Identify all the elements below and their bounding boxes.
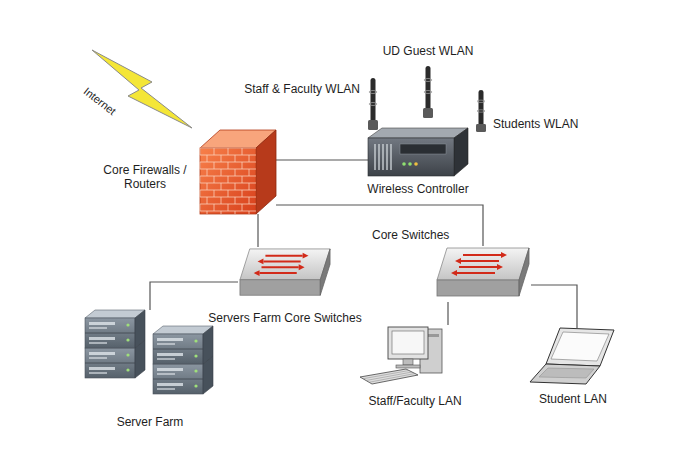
network-node: Students WLAN: [474, 90, 488, 132]
antenna-icon: [366, 78, 380, 130]
firewall-icon: [200, 130, 276, 214]
node-label: Servers Farm Core Switches: [188, 311, 382, 325]
network-link: [447, 302, 448, 325]
node-label: Core Switches: [372, 228, 482, 242]
node-label: Staff/Faculty LAN: [345, 394, 485, 408]
network-link: [257, 214, 258, 247]
network-node: Staff/Faculty LAN: [358, 325, 450, 387]
network-node: Core Firewalls / Routers: [200, 130, 276, 214]
antenna-icon: [421, 66, 435, 118]
node-label: Core Firewalls / Routers: [95, 163, 195, 191]
desktop-pc-icon: [358, 325, 450, 387]
internet-label: Internet: [80, 83, 121, 119]
network-node: Server Farm: [85, 310, 215, 402]
network-node: Servers Farm Core Switches: [238, 247, 332, 301]
laptop-icon: [530, 328, 616, 386]
node-label: Students WLAN: [493, 117, 613, 131]
network-node: UD Guest WLAN: [421, 66, 435, 118]
node-label: Student LAN: [518, 392, 628, 406]
switch-icon: [238, 247, 332, 301]
network-link: [276, 205, 483, 246]
node-label: Server Farm: [85, 415, 215, 429]
internet-lightning: [92, 50, 192, 128]
antenna-icon: [474, 90, 488, 132]
switch-icon: [435, 246, 531, 302]
network-link: [276, 159, 368, 160]
network-link: [531, 285, 577, 328]
node-label: Staff & Faculty WLAN: [210, 82, 360, 96]
network-link: [150, 282, 238, 310]
network-node: Core Switches: [435, 246, 531, 302]
node-label: Wireless Controller: [338, 182, 498, 196]
network-node: Staff & Faculty WLAN: [366, 78, 380, 130]
network-node: Wireless Controller: [368, 128, 468, 176]
server-rack-icon: [85, 310, 215, 402]
node-label: UD Guest WLAN: [358, 44, 498, 58]
network-node: Student LAN: [530, 328, 616, 386]
wireless-controller-icon: [368, 128, 468, 176]
